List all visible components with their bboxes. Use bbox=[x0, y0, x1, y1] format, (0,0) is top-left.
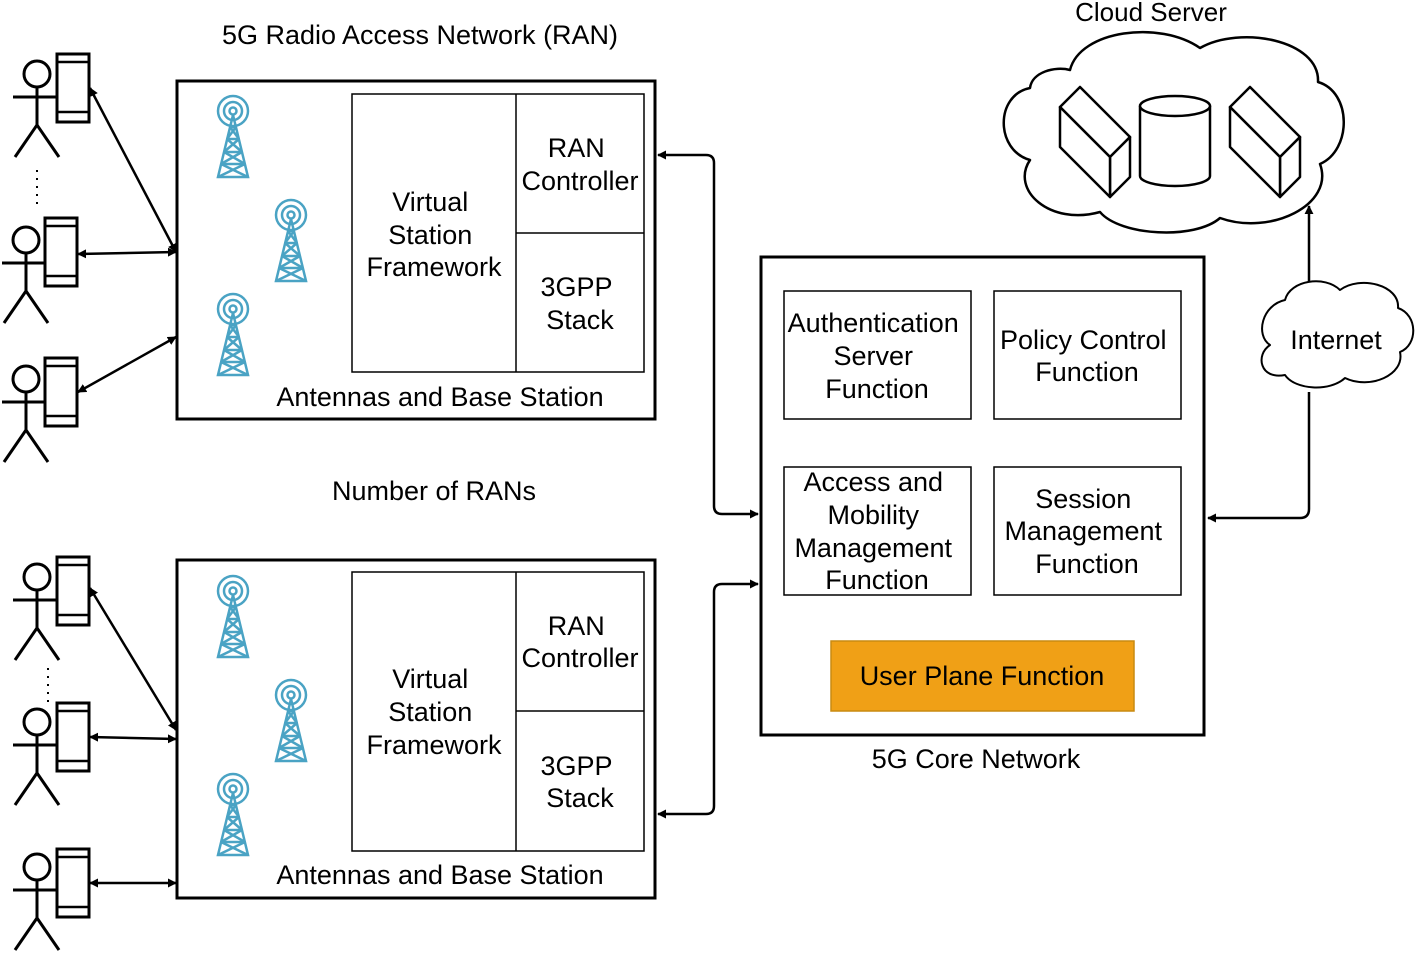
ran-group-2: Virtual Station Framework RAN Controller… bbox=[11, 555, 657, 952]
user-icon bbox=[11, 852, 63, 952]
amf-label: Access and Mobility Management Function bbox=[794, 467, 959, 595]
smf-box bbox=[993, 466, 1182, 596]
link-arrow bbox=[89, 732, 177, 744]
link-arrow bbox=[88, 587, 178, 731]
phone-icon bbox=[55, 847, 91, 919]
user-icon bbox=[11, 562, 63, 662]
upf-box bbox=[830, 640, 1135, 712]
phone-icon bbox=[55, 701, 91, 773]
cloud-icon bbox=[1260, 280, 1415, 389]
ran-title: 5G Radio Access Network (RAN) bbox=[222, 20, 618, 50]
ran-controller-label-2: RAN Controller bbox=[521, 611, 638, 673]
user-icon bbox=[11, 707, 63, 807]
base-station-label-1: Antennas and Base Station bbox=[276, 382, 603, 412]
link-arrow bbox=[77, 335, 177, 394]
phone-icon bbox=[43, 356, 79, 428]
ran1-core-link bbox=[657, 150, 759, 519]
core-title: 5G Core Network bbox=[872, 744, 1081, 774]
stack-label-2: 3GPP Stack bbox=[540, 751, 619, 813]
link-arrow bbox=[88, 87, 178, 253]
smf-label: Session Management Function bbox=[1004, 484, 1169, 579]
auth-function-label: Authentication Server Function bbox=[788, 308, 967, 404]
internet-label: Internet bbox=[1290, 325, 1382, 355]
internet-cloud: Internet bbox=[1260, 280, 1415, 389]
policy-function-box bbox=[993, 290, 1182, 420]
user-icon bbox=[0, 225, 52, 325]
phone-icon bbox=[43, 216, 79, 288]
core-network: Authentication Server Function Policy Co… bbox=[759, 255, 1206, 774]
amf-box bbox=[783, 466, 972, 596]
database-icon bbox=[1138, 94, 1212, 188]
ran-count-label: Number of RANs bbox=[332, 476, 536, 506]
user-icon bbox=[11, 59, 63, 159]
link-arrow bbox=[77, 247, 177, 259]
phone-icon bbox=[55, 52, 91, 124]
stack-label-1: 3GPP Stack bbox=[540, 272, 619, 335]
ran2-core-link bbox=[657, 579, 759, 819]
cloud-server: Cloud Server bbox=[1002, 0, 1345, 234]
virtual-station-label-1: Virtual Station Framework bbox=[366, 187, 502, 282]
policy-function-label: Policy Control Function bbox=[1000, 325, 1174, 387]
auth-function-box bbox=[783, 290, 972, 420]
user-icon bbox=[0, 364, 52, 464]
ran-controller-label-1: RAN Controller bbox=[521, 133, 638, 196]
base-station-label-2: Antennas and Base Station bbox=[276, 860, 603, 890]
virtual-station-label-2: Virtual Station Framework bbox=[366, 664, 502, 760]
upf-label: User Plane Function bbox=[860, 661, 1105, 691]
phone-icon bbox=[55, 555, 91, 627]
ran-group-1: 5G Radio Access Network (RAN) Virtual St… bbox=[0, 20, 657, 464]
cloud-title: Cloud Server bbox=[1075, 0, 1227, 27]
core-internet-link bbox=[1207, 392, 1311, 523]
